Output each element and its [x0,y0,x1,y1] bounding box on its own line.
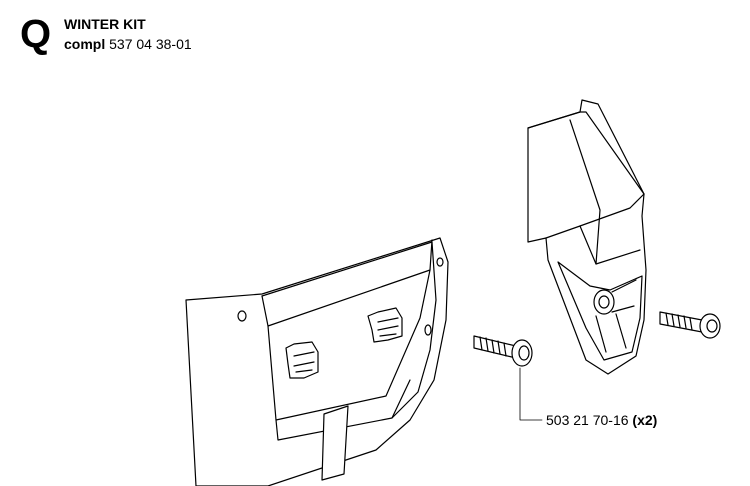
section-letter: Q [20,12,52,56]
compl-label: compl [64,36,106,52]
part-number-label: 503 21 70-16 (x2) [546,412,657,428]
part-quantity: (x2) [632,412,658,428]
screw-right [659,311,721,339]
snap-clip-right [367,307,403,343]
winter-cover-plate [527,99,647,375]
snap-clip-left [285,341,319,379]
compl-part-number: 537 04 38-01 [109,36,192,52]
kit-title: WINTER KIT [64,16,146,32]
kit-compl-line: compl 537 04 38-01 [64,36,192,52]
screw-left [473,335,533,367]
part-leader-line [519,367,543,421]
part-number: 503 21 70-16 [546,412,629,428]
